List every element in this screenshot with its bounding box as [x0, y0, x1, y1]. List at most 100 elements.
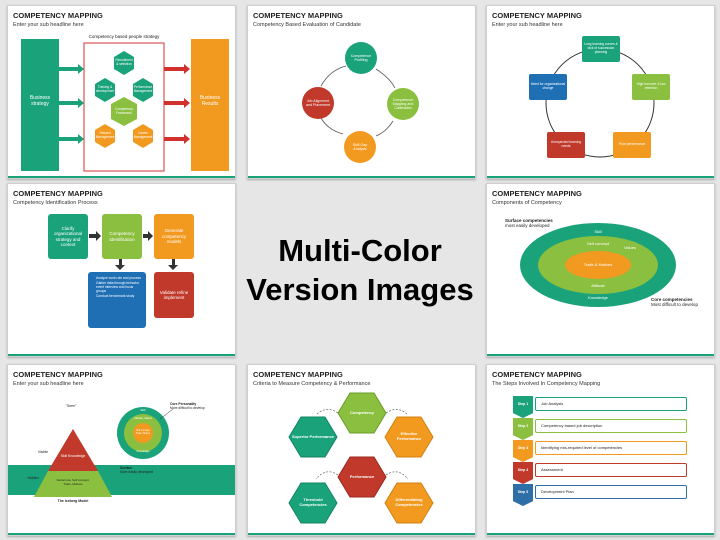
visible-label: Visible: [37, 450, 49, 455]
label-attitude: Attitude: [591, 282, 605, 288]
slide-subtitle: The Steps Involved In Competency Mapping: [492, 381, 601, 387]
step-bar: [535, 463, 687, 477]
slide-subtitle: Enter your sub headline here: [13, 381, 84, 387]
slide-2-thumbnail[interactable]: COMPETENCY MAPPING Competency Based Eval…: [247, 5, 476, 179]
triangle-bottom-label: Social role, Self concept, Traits, Motiv…: [56, 478, 90, 486]
core-personality-title: Core Personality: [170, 402, 197, 406]
step-text: Competency based job description: [541, 423, 603, 428]
step-bar: [535, 441, 687, 455]
slide-title: COMPETENCY MAPPING: [253, 370, 343, 379]
business-results-label: Business Results: [199, 95, 221, 107]
process-step-item: Analyze work role and process: [96, 276, 141, 280]
circle-skill-gap: Skill Gap Analysis: [352, 142, 368, 151]
slide-3-thumbnail[interactable]: COMPETENCY MAPPING Enter your sub headli…: [486, 5, 715, 179]
step-bar: [535, 397, 687, 411]
label-skill: Skill: [594, 228, 602, 234]
page-title: Multi-Color Version Images: [244, 232, 476, 310]
slide-subtitle: Competency Identification Process: [13, 200, 98, 206]
hex-threshold: Threshold Competencies: [299, 497, 327, 507]
hex-framework: Competency Framework: [115, 107, 133, 115]
hex-training: Training & development: [95, 85, 115, 93]
step-row: Step 5 Development Plan: [513, 484, 693, 506]
label-knowledge: Knowledge: [588, 294, 608, 300]
slide-title: COMPETENCY MAPPING: [492, 11, 582, 20]
slide-7-thumbnail[interactable]: COMPETENCY MAPPING Criteria to Measure C…: [247, 364, 476, 536]
steps-list: Step 1 Job Analysis Step 2 Competency ba…: [513, 396, 693, 535]
label-values: Values: [624, 244, 636, 250]
iceberg-model-diagram: [8, 407, 235, 497]
evaluation-cycle-diagram: [302, 42, 419, 163]
ring-attitude-values: Attitude, Values: [134, 416, 152, 420]
step-text: Assessment: [541, 467, 563, 472]
step-label: Step 3: [517, 445, 529, 450]
box-org-change: Need for organizational change: [530, 82, 566, 90]
slide-5-thumbnail[interactable]: COMPETENCY MAPPING Components of Compete…: [486, 183, 715, 357]
hidden-label: Hidden: [27, 476, 39, 481]
box-learning-curves: Long learning curves & lack of successio…: [584, 42, 618, 54]
ring-core: Self concept, Traits, Motive: [135, 429, 151, 435]
hex-performance: Performance: [349, 473, 375, 479]
slide-subtitle: Competency Based Evaluation of Candidate: [253, 22, 361, 28]
slide-title: COMPETENCY MAPPING: [13, 11, 103, 20]
people-strategy-diagram: [21, 39, 229, 172]
components-ellipse-diagram: [520, 223, 676, 307]
hex-differentiating: Differentiating Competencies: [395, 497, 423, 507]
box-competency-identification: Competency Identification: [109, 231, 135, 242]
circle-alignment: Job Alignment and Placement: [306, 98, 330, 107]
competency-performance-diagram: [288, 392, 434, 524]
core-note: Most difficult to develop: [651, 302, 698, 308]
ring-knowledge: Knowledge: [136, 449, 150, 453]
core-personality-label: Core Personality More difficult to devel…: [170, 402, 230, 411]
process-steps-list: Analyze work role and process Gather dat…: [90, 276, 144, 326]
label-traits-motives: Traits & Motives: [583, 261, 613, 267]
title-line-1: Multi-Color: [278, 233, 442, 268]
slide-title: COMPETENCY MAPPING: [492, 370, 582, 379]
ring-skill: Skill: [140, 407, 146, 412]
surface-note: More easily developed: [120, 469, 153, 474]
identification-process-diagram: [48, 214, 194, 328]
slide-subtitle: Enter your sub headline here: [492, 22, 563, 28]
step-row: Step 1 Job Analysis: [513, 396, 693, 418]
surface-note: most easily developed: [505, 223, 550, 229]
slide-title: COMPETENCY MAPPING: [13, 189, 103, 198]
seen-label: "Seen": [65, 404, 77, 409]
slide-8-thumbnail[interactable]: COMPETENCY MAPPING The Steps Involved In…: [486, 364, 715, 536]
hex-performance: Performance Management: [133, 85, 153, 93]
title-line-2: Version Images: [246, 271, 474, 307]
step-text: Job Analysis: [541, 401, 564, 406]
box-clarify-strategy: Clarify organizational strategy and cont…: [53, 225, 83, 247]
hex-career: Career Management: [133, 131, 153, 139]
box-poor-performance: Poor performance: [618, 142, 646, 147]
surface-competencies-label: Surface competencies most easily develop…: [505, 218, 555, 229]
circle-mapping: Competence Mapping and Calibration: [392, 97, 414, 111]
slide-title: COMPETENCY MAPPING: [13, 370, 103, 379]
hex-effective-performance: Effective Performance: [396, 431, 422, 441]
slide-title: COMPETENCY MAPPING: [253, 11, 343, 20]
strategy-header: Competency based people strategy: [88, 34, 160, 40]
hex-competency: Competency: [349, 409, 374, 415]
box-generate-models: Generate competency models: [161, 228, 187, 245]
slide-6-thumbnail[interactable]: COMPETENCY MAPPING Enter your sub headli…: [7, 364, 236, 536]
slide-title: COMPETENCY MAPPING: [492, 189, 582, 198]
step-row: Step 3 Identifying mis-required level of…: [513, 440, 693, 462]
hex-recruitment: Recruitment & selection: [115, 58, 133, 66]
core-competencies-label: Core competencies Most difficult to deve…: [651, 297, 711, 308]
step-chevron: [513, 462, 533, 484]
surface-title: Surface: [120, 466, 133, 470]
iceberg-caption: The Iceberg Model: [57, 499, 89, 504]
hex-superior-performance: Superior Performance: [292, 433, 335, 439]
step-chevron: [513, 418, 533, 440]
slide-4-thumbnail[interactable]: COMPETENCY MAPPING Competency Identifica…: [7, 183, 236, 357]
step-chevron: [513, 440, 533, 462]
slide-subtitle: Enter your sub headline here: [13, 22, 84, 28]
slide-1-thumbnail[interactable]: COMPETENCY MAPPING Enter your sub headli…: [7, 5, 236, 179]
business-strategy-label: Business strategy: [29, 95, 51, 107]
core-personality-note: More difficult to develop: [170, 405, 205, 410]
label-self-concept: Self concept: [586, 240, 609, 246]
step-row: Step 4 Assessment: [513, 462, 693, 484]
step-bar: [535, 485, 687, 499]
box-learning-needs: Unexpected learning needs: [550, 140, 582, 148]
core-title: Core competencies: [651, 297, 693, 302]
step-label: Step 4: [517, 467, 529, 472]
step-chevron: [513, 484, 533, 506]
